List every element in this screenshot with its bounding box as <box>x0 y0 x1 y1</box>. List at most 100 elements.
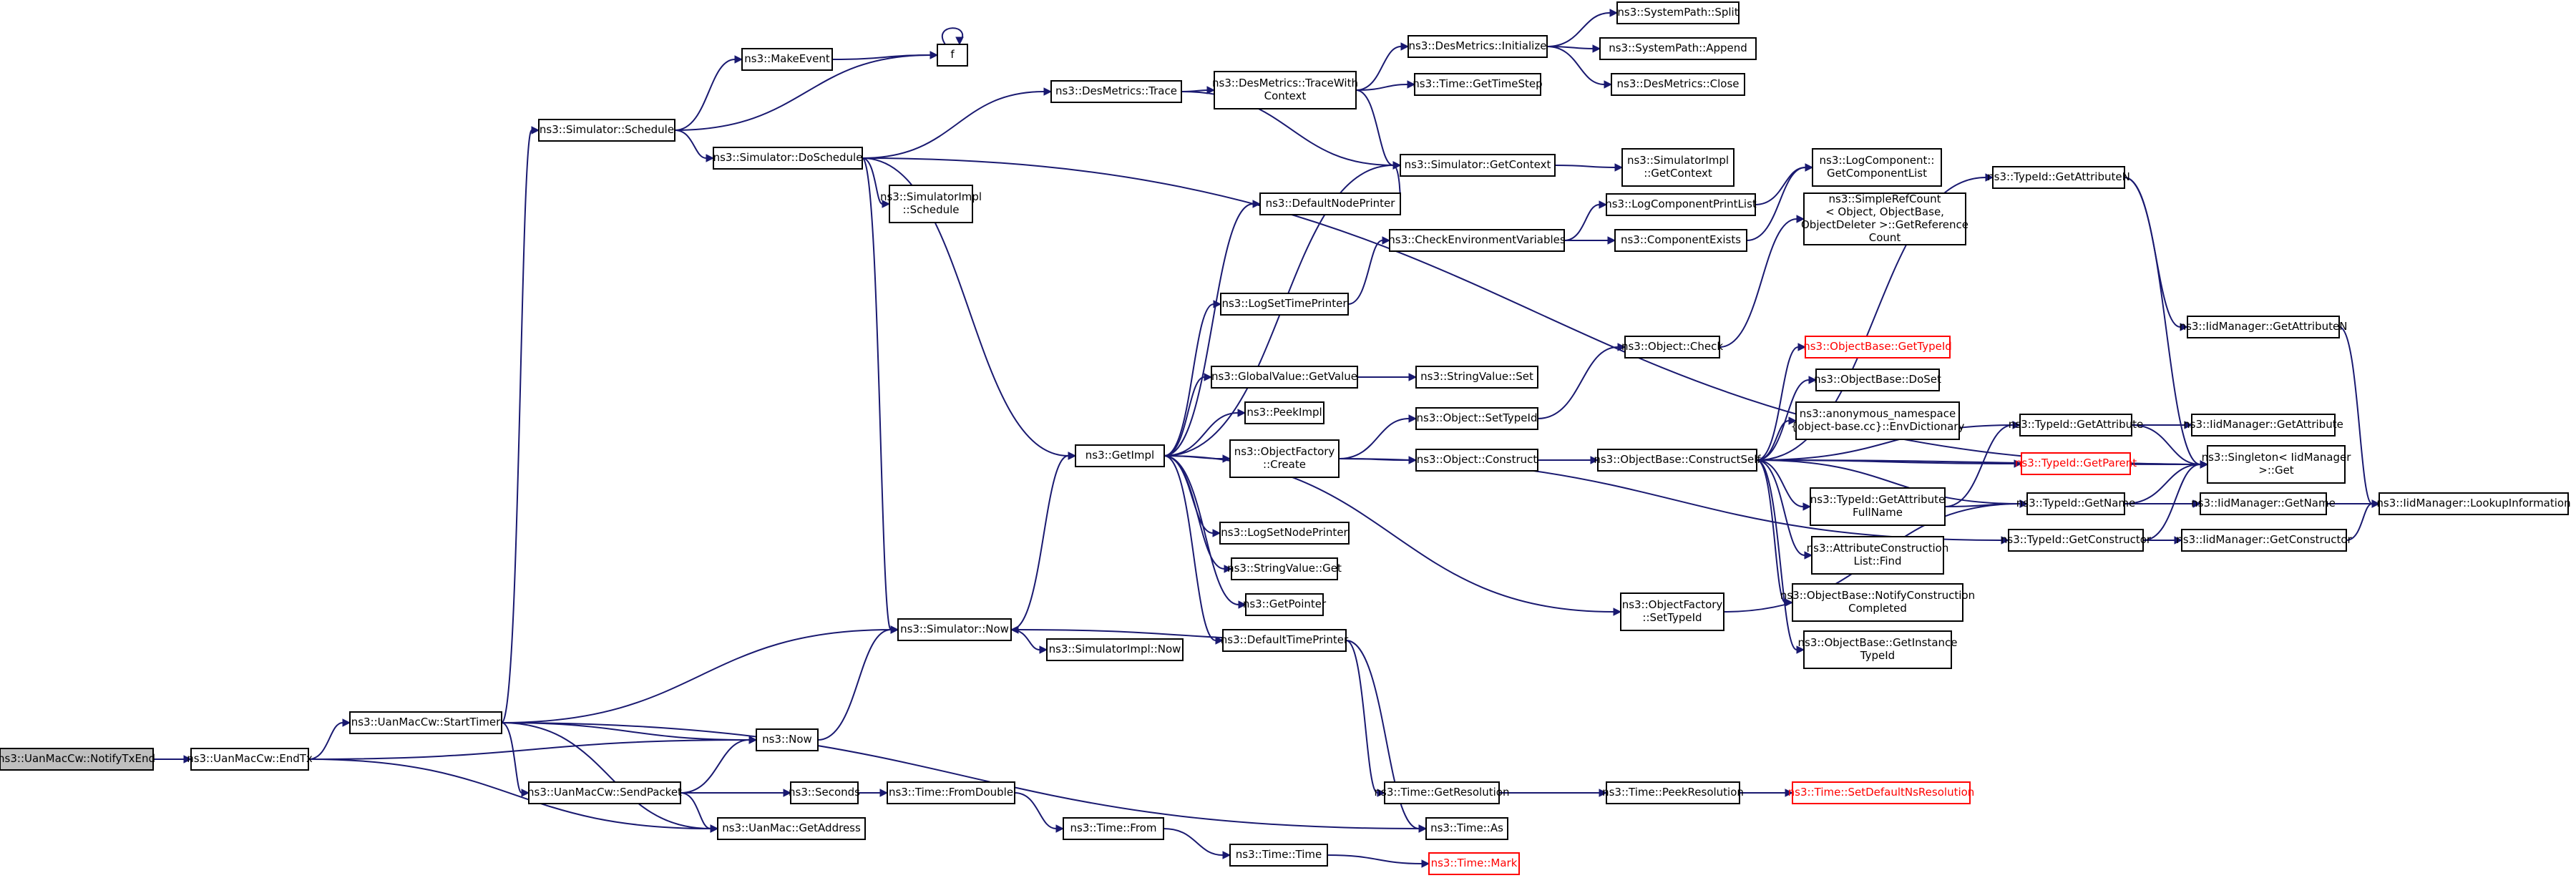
node-ns3-object-construct[interactable]: ns3::Object::Construct <box>1415 449 1538 472</box>
node-ns3-object-settypeid[interactable]: ns3::Object::SetTypeId <box>1415 407 1538 430</box>
node-ns3-iidmanager-getname[interactable]: ns3::IidManager::GetName <box>2191 492 2336 515</box>
node-ns3-desmetrics-close[interactable]: ns3::DesMetrics::Close <box>1611 73 1745 96</box>
node-ns3-time-time[interactable]: ns3::Time::Time <box>1229 844 1328 867</box>
node-ns3-time-getresolution[interactable]: ns3::Time::GetResolution <box>1375 781 1510 804</box>
node-ns3-typeid-getname[interactable]: ns3::TypeId::GetName <box>2016 492 2135 515</box>
node-ns3-simulatorimpl-getcontext[interactable]: ns3::SimulatorImpl::GetContext <box>1621 148 1735 187</box>
node-box <box>1046 638 1184 661</box>
node-ns3-uanmaccw-sendpacket[interactable]: ns3::UanMacCw::SendPacket <box>527 781 682 804</box>
node-label: ::GetContext <box>1644 167 1712 180</box>
node-ns3-objectfactory-settypeid[interactable]: ns3::ObjectFactory::SetTypeId <box>1620 592 1724 631</box>
edge-arrowhead <box>1224 565 1233 573</box>
node-label: ns3::Time::From <box>1070 821 1157 834</box>
node-ns3-time-peekresolution[interactable]: ns3::Time::PeekResolution <box>1602 781 1744 804</box>
node-ns3-time-setdefaultnsresolution[interactable]: ns3::Time::SetDefaultNsResolution <box>1788 781 1975 804</box>
node-ns3-desmetrics-trace[interactable]: ns3::DesMetrics::Trace <box>1050 80 1182 103</box>
node-label: f <box>950 48 955 61</box>
node-ns3-time-as[interactable]: ns3::Time::As <box>1425 817 1508 840</box>
node-ns3-logcomponentprintlist[interactable]: ns3::LogComponentPrintList <box>1605 193 1757 216</box>
node-label: ns3::Time::As <box>1430 821 1503 834</box>
node-ns3-objectbase-gettypeid[interactable]: ns3::ObjectBase::GetTypeId <box>1803 336 1952 358</box>
node-ns3-objectbase-notifyconstruction-completed[interactable]: ns3::ObjectBase::NotifyConstructionCompl… <box>1780 583 1975 622</box>
node-ns3-uanmaccw-starttimer[interactable]: ns3::UanMacCw::StartTimer <box>349 711 502 734</box>
node-ns3-logsettimeprinter[interactable]: ns3::LogSetTimePrinter <box>1220 293 1349 316</box>
node-ns3-objectbase-doset[interactable]: ns3::ObjectBase::DoSet <box>1814 369 1941 391</box>
node-ns3-time-from[interactable]: ns3::Time::From <box>1063 817 1164 840</box>
node-ns3-object-check[interactable]: ns3::Object::Check <box>1621 336 1723 358</box>
node-ns3-simulatorimpl-schedule[interactable]: ns3::SimulatorImpl::Schedule <box>880 185 982 223</box>
node-ns3-globalvalue-getvalue[interactable]: ns3::GlobalValue::GetValue <box>1211 366 1358 389</box>
node-label: ns3::ObjectFactory <box>1622 598 1723 611</box>
node-ns3-getimpl[interactable]: ns3::GetImpl <box>1075 444 1165 467</box>
edge-n19-to-n22 <box>1546 44 1601 53</box>
node-ns3-objectbase-constructself[interactable]: ns3::ObjectBase::ConstructSelf <box>1594 449 1761 472</box>
edge-n41-to-n43 <box>1538 456 1599 464</box>
node-box <box>756 728 819 751</box>
node-ns3-uanmaccw-endtx[interactable]: ns3::UanMacCw::EndTx <box>187 748 313 771</box>
edge-arrowhead <box>1805 163 1814 172</box>
edge-layer <box>152 9 2381 868</box>
node-box <box>2200 492 2327 515</box>
node-ns3-systempath-split[interactable]: ns3::SystemPath::Split <box>1616 1 1740 24</box>
node-ns3-simplerefcount-object-objectbase-objectdeleter-getreference-count[interactable]: ns3::SimpleRefCount< Object, ObjectBase,… <box>1801 192 1968 245</box>
node-ns3-desmetrics-initialize[interactable]: ns3::DesMetrics::Initialize <box>1407 35 1548 58</box>
node-ns3-now[interactable]: ns3::Now <box>756 728 819 751</box>
node-ns3-getpointer[interactable]: ns3::GetPointer <box>1243 593 1327 616</box>
node-ns3-time-gettimestep[interactable]: ns3::Time::GetTimeStep <box>1413 73 1543 96</box>
edge-arrowhead <box>1617 343 1626 351</box>
node-ns3-logsetnodeprinter[interactable]: ns3::LogSetNodePrinter <box>1219 522 1350 545</box>
node-ns3-typeid-getattribute[interactable]: ns3::TypeId::GetAttribute <box>2009 414 2143 436</box>
node-ns3-simulator-schedule[interactable]: ns3::Simulator::Schedule <box>538 119 675 142</box>
node-ns3-seconds[interactable]: ns3::Seconds <box>789 781 860 804</box>
node-ns3-simulator-getcontext[interactable]: ns3::Simulator::GetContext <box>1400 154 1556 177</box>
node-ns3-simulator-now[interactable]: ns3::Simulator::Now <box>897 618 1012 641</box>
node-ns3-stringvalue-set[interactable]: ns3::StringValue::Set <box>1415 366 1538 389</box>
node-ns3-singleton-iidmanager-get[interactable]: ns3::Singleton< IidManager>::Get <box>2202 445 2352 484</box>
edge-arrowhead <box>1985 173 1994 182</box>
node-box <box>1795 401 1960 440</box>
node-ns3-simulatorimpl-now[interactable]: ns3::SimulatorImpl::Now <box>1046 638 1184 661</box>
node-box <box>1384 781 1500 804</box>
node-ns3-typeid-getconstructor[interactable]: ns3::TypeId::GetConstructor <box>2001 529 2152 552</box>
node-box <box>1792 781 1971 804</box>
node-box <box>1400 154 1556 177</box>
node-ns3-typeid-getparent[interactable]: ns3::TypeId::GetParent <box>2015 452 2137 475</box>
node-box <box>1811 536 1944 575</box>
node-ns3-componentexists[interactable]: ns3::ComponentExists <box>1614 229 1747 252</box>
node-label: ::Schedule <box>902 203 959 216</box>
node-ns3-simulator-doschedule[interactable]: ns3::Simulator::DoSchedule <box>713 147 863 170</box>
node-ns3-time-mark[interactable]: ns3::Time::Mark <box>1428 852 1520 875</box>
edge-arrowhead <box>1808 376 1818 384</box>
node-ns3-systempath-append[interactable]: ns3::SystemPath::Append <box>1599 37 1757 60</box>
node-ns3-peekimpl[interactable]: ns3::PeekImpl <box>1244 401 1324 424</box>
node-ns3-stringvalue-get[interactable]: ns3::StringValue::Get <box>1227 557 1342 580</box>
node-ns3-anonymous-namespace-object-base-cc-envdictionary[interactable]: ns3::anonymous_namespace{object-base.cc}… <box>1791 401 1965 440</box>
edge-n48-to-n53 <box>1944 421 2021 507</box>
node-ns3-logcomponent-getcomponentlist[interactable]: ns3::LogComponent::GetComponentList <box>1812 148 1942 187</box>
node-ns3-objectfactory-create[interactable]: ns3::ObjectFactory::Create <box>1229 439 1340 478</box>
node-label: ns3::DesMetrics::TraceWith <box>1212 77 1358 89</box>
node-label: ns3::Time::SetDefaultNsResolution <box>1788 786 1975 799</box>
edge-arrowhead <box>1068 452 1077 460</box>
node-ns3-makeevent[interactable]: ns3::MakeEvent <box>741 48 833 71</box>
node-ns3-defaulttimeprinter[interactable]: ns3::DefaultTimePrinter <box>1221 629 1349 652</box>
node-ns3-typeid-getattributen[interactable]: ns3::TypeId::GetAttributeN <box>1987 166 2130 189</box>
node-ns3-iidmanager-getconstructor[interactable]: ns3::IidManager::GetConstructor <box>2176 529 2353 552</box>
node-ns3-iidmanager-getattributen[interactable]: ns3::IidManager::GetAttributeN <box>2180 316 2348 338</box>
node-label: ns3::Singleton< IidManager <box>2202 451 2352 464</box>
node-ns3-iidmanager-lookupinformation[interactable]: ns3::IidManager::LookupInformation <box>2376 492 2571 515</box>
node-ns3-defaultnodeprinter[interactable]: ns3::DefaultNodePrinter <box>1259 192 1401 215</box>
node-ns3-iidmanager-getattribute[interactable]: ns3::IidManager::GetAttribute <box>2183 414 2343 436</box>
node-label: ns3::TypeId::GetName <box>2016 497 2135 509</box>
node-ns3-uanmaccw-notifytxend[interactable]: ns3::UanMacCw::NotifyTxEnd <box>0 748 155 771</box>
node-ns3-time-fromdouble[interactable]: ns3::Time::FromDouble <box>887 781 1015 804</box>
node-f[interactable]: f <box>937 44 968 67</box>
node-ns3-uanmac-getaddress[interactable]: ns3::UanMac::GetAddress <box>717 817 866 840</box>
node-box <box>1614 229 1747 252</box>
node-ns3-checkenvironmentvariables[interactable]: ns3::CheckEnvironmentVariables <box>1388 229 1566 252</box>
